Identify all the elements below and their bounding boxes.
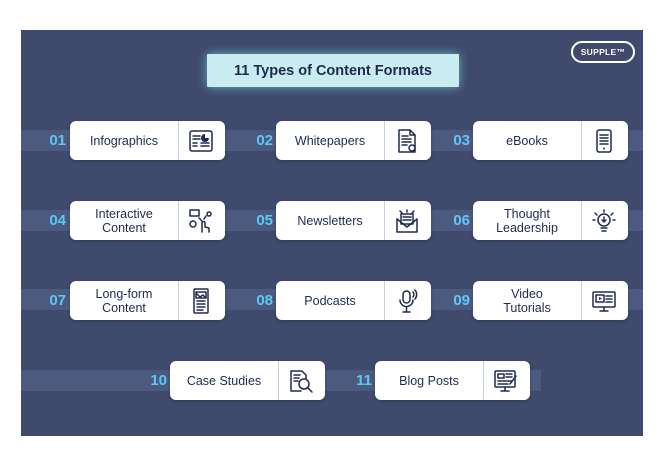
touch-interaction-icon [178, 201, 223, 240]
supple-logo: SUPPLE™ [571, 41, 635, 63]
content-format-card: Blog Posts [375, 361, 530, 400]
long-document-icon [178, 281, 223, 320]
content-format-card: Long-form Content [70, 281, 225, 320]
item-number: 01 [49, 132, 66, 149]
content-format-card: Podcasts [276, 281, 431, 320]
content-format-card: Interactive Content [70, 201, 225, 240]
item-number: 10 [150, 372, 167, 389]
item-number: 03 [453, 132, 470, 149]
blog-computer-icon [483, 361, 528, 400]
magnifier-document-icon [278, 361, 323, 400]
video-monitor-icon [581, 281, 626, 320]
content-format-card: Newsletters [276, 201, 431, 240]
content-format-label: Infographics [89, 133, 159, 148]
content-format-card: Video Tutorials [473, 281, 628, 320]
microphone-icon [384, 281, 429, 320]
content-format-label: Case Studies [186, 373, 262, 388]
item-number: 05 [256, 212, 273, 229]
content-format-label: Newsletters [297, 213, 363, 228]
content-format-card: eBooks [473, 121, 628, 160]
content-format-label: Blog Posts [399, 373, 459, 388]
page-title: 11 Types of Content Formats [207, 54, 459, 87]
item-number: 04 [49, 212, 66, 229]
content-format-label: eBooks [506, 133, 548, 148]
content-format-card: Thought Leadership [473, 201, 628, 240]
ebook-reader-icon [581, 121, 626, 160]
item-number: 02 [256, 132, 273, 149]
item-number: 11 [356, 372, 372, 389]
item-number: 08 [256, 292, 273, 309]
content-format-label: Video Tutorials [503, 286, 551, 315]
content-format-card: Whitepapers [276, 121, 431, 160]
content-format-label: Thought Leadership [496, 206, 558, 235]
content-format-label: Interactive Content [95, 206, 153, 235]
content-format-label: Podcasts [304, 293, 356, 308]
item-number: 07 [49, 292, 66, 309]
lightbulb-icon [581, 201, 626, 240]
content-format-label: Long-form Content [95, 286, 153, 315]
content-format-card: Infographics [70, 121, 225, 160]
content-format-label: Whitepapers [294, 133, 366, 148]
newsletter-envelope-icon [384, 201, 429, 240]
item-number: 06 [453, 212, 470, 229]
document-icon [384, 121, 429, 160]
content-format-card: Case Studies [170, 361, 325, 400]
item-number: 09 [453, 292, 470, 309]
infographic-icon [178, 121, 223, 160]
